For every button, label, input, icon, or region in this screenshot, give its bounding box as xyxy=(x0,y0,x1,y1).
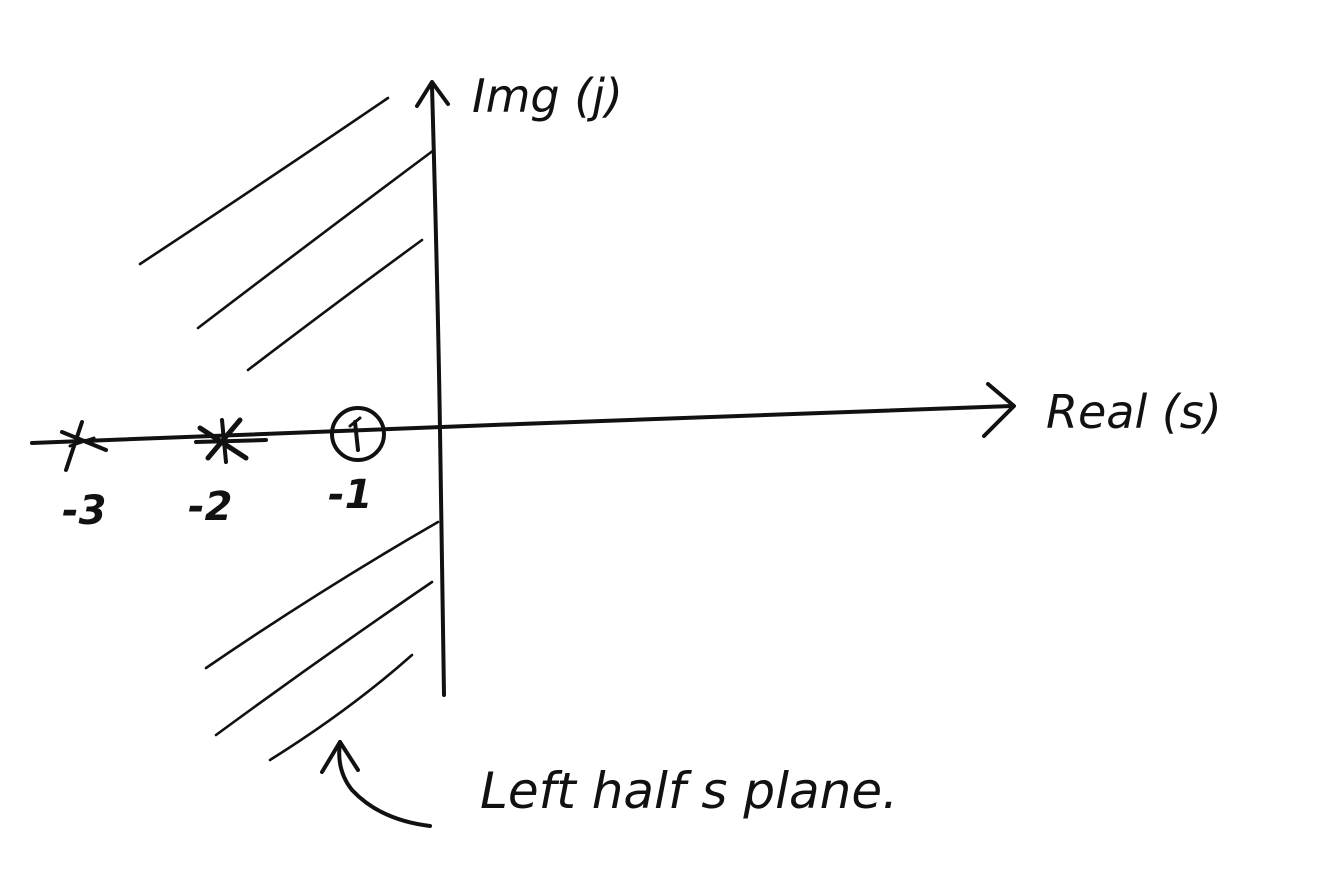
left-half-plane-hatching-upper xyxy=(138,96,436,372)
imaginary-axis-label: Img (j) xyxy=(472,69,623,123)
tick-label-minus-3: -3 xyxy=(62,488,106,534)
real-axis-arrowhead-icon xyxy=(982,382,1016,438)
annotation-arrow xyxy=(320,740,432,828)
pole-marker-minus-2 xyxy=(194,417,268,464)
zero-marker-minus-1 xyxy=(330,406,386,462)
circle-zero-icon xyxy=(330,406,386,462)
imaginary-axis-arrowhead-icon xyxy=(415,80,450,108)
arrowhead-icon xyxy=(320,740,360,774)
real-axis-label: Real (s) xyxy=(1046,385,1222,439)
imaginary-axis xyxy=(415,80,450,697)
left-half-plane-annotation: Left half s plane. xyxy=(480,762,898,820)
pole-marker-minus-3 xyxy=(60,420,108,472)
tick-label-minus-1: -1 xyxy=(328,472,372,518)
tick-label-minus-2: -2 xyxy=(188,484,232,530)
left-half-plane-hatching-lower xyxy=(204,520,440,762)
real-axis xyxy=(30,382,1016,445)
